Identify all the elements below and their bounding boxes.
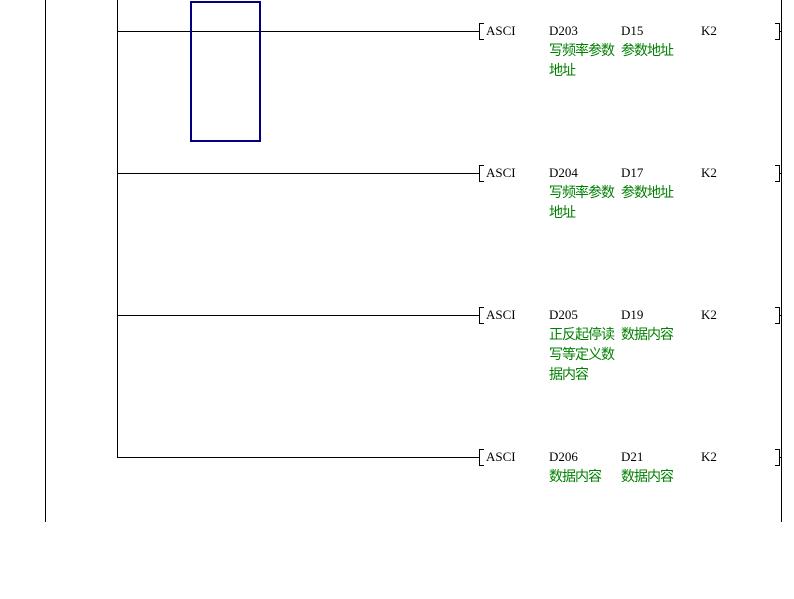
instruction-name[interactable]: ASCI	[486, 449, 516, 464]
instruction-name[interactable]: ASCI	[486, 307, 516, 322]
rung-wire-end	[779, 31, 781, 32]
right-power-rail	[781, 0, 782, 522]
operand-dest[interactable]: D17	[621, 165, 644, 180]
device-comment: 正反起停读写等定义数据内容	[549, 327, 615, 383]
device-comment: 数据内容	[621, 327, 674, 343]
rung-wire	[117, 315, 480, 316]
ladder-rung[interactable]: ASCI D205 D19 K2 正反起停读写等定义数据内容 数据内容	[0, 307, 794, 457]
rung-wire	[117, 31, 480, 32]
operand-source[interactable]: D205	[549, 307, 578, 322]
operand-dest[interactable]: D21	[621, 449, 644, 464]
device-comment: 数据内容	[621, 469, 674, 485]
device-comment: 数据内容	[549, 469, 602, 485]
rung-wire-end	[779, 457, 781, 458]
left-power-rail	[45, 0, 46, 522]
rung-wire-end	[779, 315, 781, 316]
device-comment: 写频率参数地址	[549, 185, 615, 221]
instruction-open-bracket	[479, 449, 484, 466]
ladder-rung[interactable]: ASCI D203 D15 K2 写频率参数地址 参数地址	[0, 23, 794, 173]
rung-wire	[117, 173, 480, 174]
operand-source[interactable]: D206	[549, 449, 578, 464]
branch-bus	[117, 0, 118, 458]
rung-wire	[117, 457, 480, 458]
instruction-open-bracket	[479, 23, 484, 40]
ladder-rung[interactable]: ASCI D204 D17 K2 写频率参数地址 参数地址	[0, 165, 794, 315]
operand-dest[interactable]: D19	[621, 307, 644, 322]
editor-cursor[interactable]	[190, 1, 261, 142]
instruction-name[interactable]: ASCI	[486, 23, 516, 38]
operand-count[interactable]: K2	[701, 23, 717, 38]
operand-count[interactable]: K2	[701, 165, 717, 180]
operand-source[interactable]: D203	[549, 23, 578, 38]
device-comment: 参数地址	[621, 43, 674, 59]
operand-count[interactable]: K2	[701, 307, 717, 322]
operand-source[interactable]: D204	[549, 165, 578, 180]
ladder-rung[interactable]: ASCI D206 D21 K2 数据内容 数据内容	[0, 449, 794, 599]
device-comment: 写频率参数地址	[549, 43, 615, 79]
instruction-open-bracket	[479, 307, 484, 324]
device-comment: 参数地址	[621, 185, 674, 201]
instruction-name[interactable]: ASCI	[486, 165, 516, 180]
rung-wire-end	[779, 173, 781, 174]
operand-dest[interactable]: D15	[621, 23, 644, 38]
instruction-open-bracket	[479, 165, 484, 182]
operand-count[interactable]: K2	[701, 449, 717, 464]
